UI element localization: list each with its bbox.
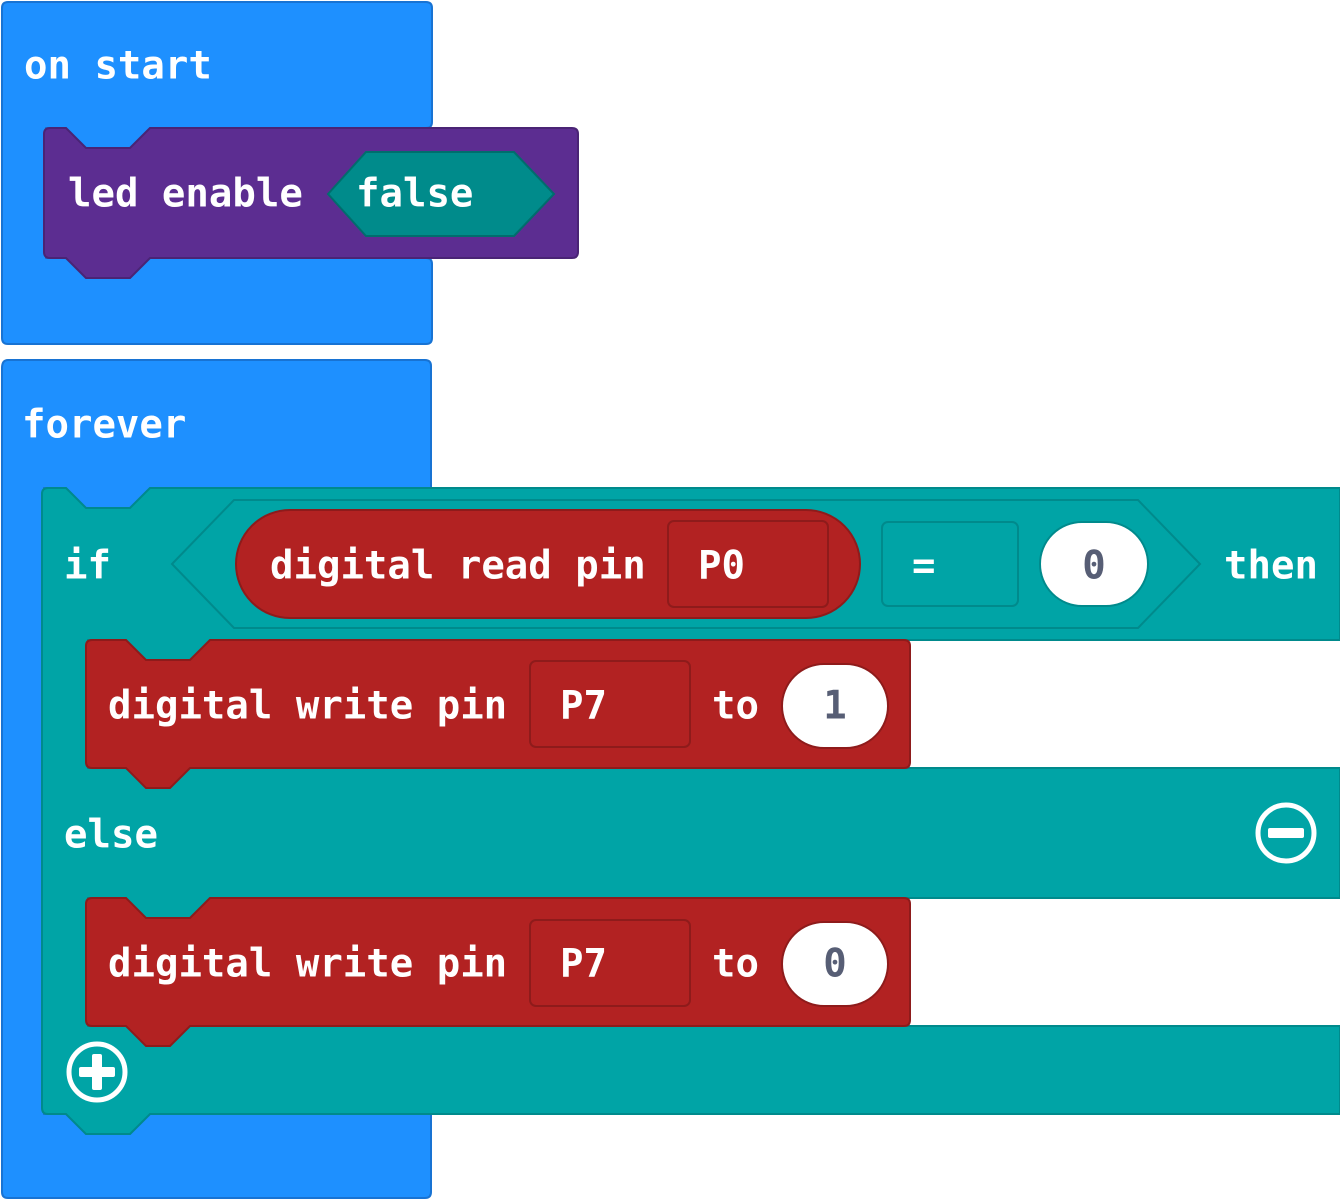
led-enable-block[interactable]: led enable false [43,127,579,279]
pin-p0-value: P0 [698,544,745,589]
pin-dropdown-p7[interactable]: P7 [529,919,691,1007]
led-enable-label: led enable [68,172,303,217]
else-label: else [64,813,158,858]
on-start-label: on start [24,44,212,89]
compare-value: 0 [1082,544,1105,589]
pin-dropdown-p7[interactable]: P7 [529,660,691,748]
then-label: then [1224,544,1318,589]
to-label: to [712,942,759,987]
pin-p7-value: P7 [560,942,607,987]
pin-p7-value: P7 [560,684,607,729]
digital-read-pin-block[interactable]: digital read pin P0 [235,509,861,619]
pin-dropdown-p0[interactable]: P0 [667,520,829,608]
write-value: 0 [823,942,846,987]
digital-read-pin-label: digital read pin [270,544,646,589]
if-label: if [64,544,111,589]
false-value: false [356,172,473,217]
operator-value: = [912,544,935,589]
write-value-field[interactable]: 1 [781,663,889,749]
write-value: 1 [823,684,846,729]
compare-block[interactable]: digital read pin P0 = 0 [170,499,1202,629]
digital-write-pin-label: digital write pin [108,684,507,729]
digital-write-pin-label: digital write pin [108,942,507,987]
if-else-block[interactable]: if digital read pin P0 = 0 [41,487,1340,1135]
minus-circle-icon[interactable] [1255,802,1317,864]
to-label: to [712,684,759,729]
plus-circle-icon[interactable] [66,1041,128,1103]
digital-write-pin-else-block[interactable]: digital write pin P7 to 0 [85,897,911,1047]
false-boolean-field[interactable]: false [326,151,556,237]
operator-dropdown[interactable]: = [881,521,1019,607]
write-value-field[interactable]: 0 [781,921,889,1007]
forever-label: forever [22,403,186,448]
digital-write-pin-then-block[interactable]: digital write pin P7 to 1 [85,639,911,789]
compare-value-field[interactable]: 0 [1039,521,1149,607]
